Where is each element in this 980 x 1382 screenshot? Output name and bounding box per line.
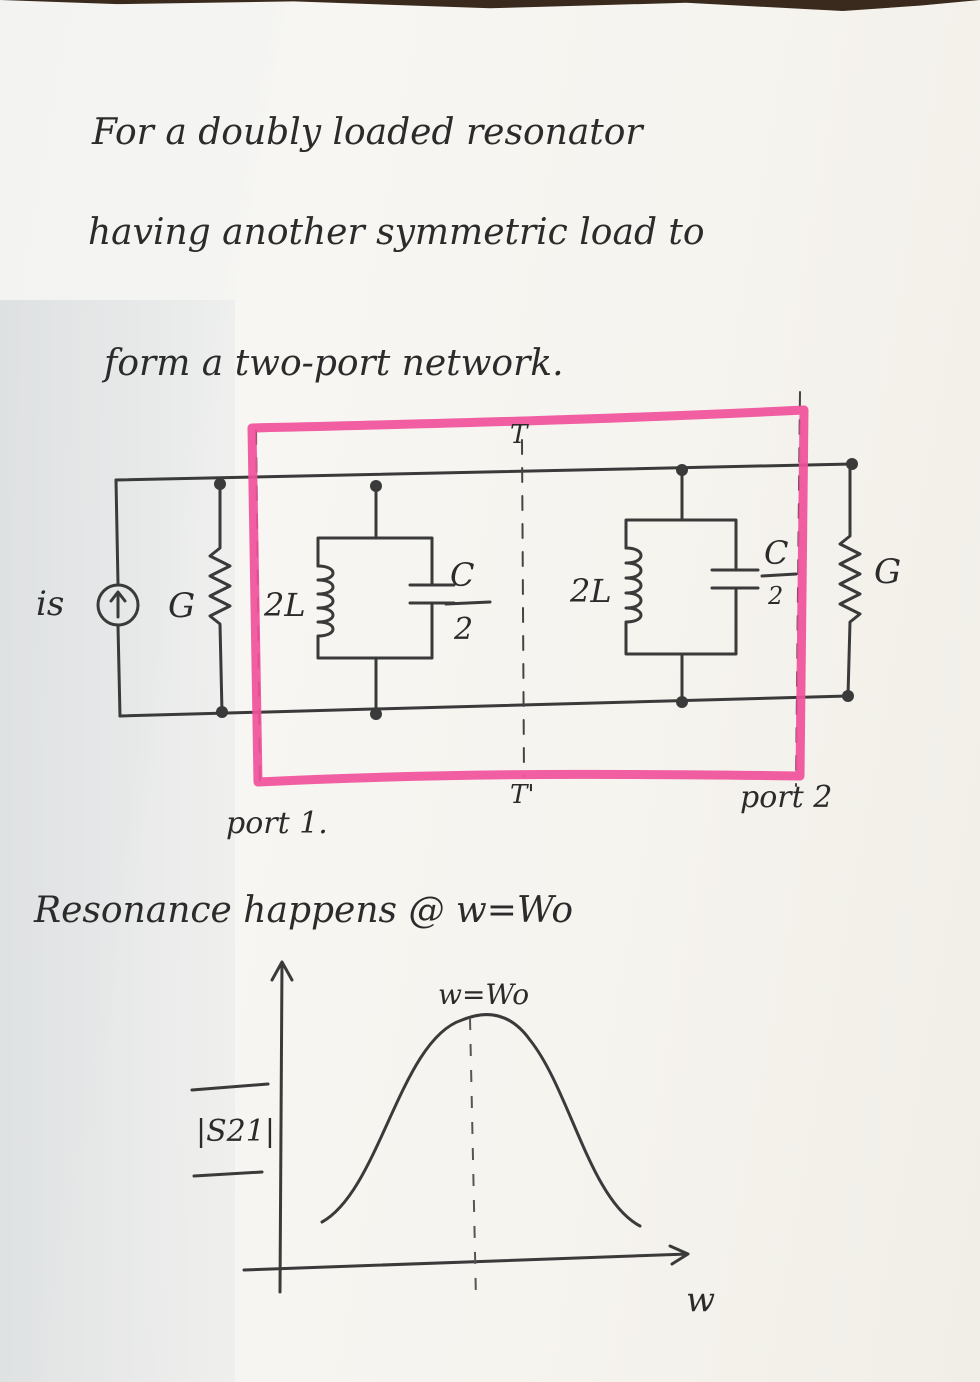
peak-dashed-line: [469, 1017, 477, 1301]
right-inductor: [624, 546, 643, 626]
right-capacitor-denominator: 2: [768, 582, 784, 610]
intro-line-3: form a two-port network.: [104, 343, 564, 384]
left-conductance-resistor: [208, 482, 232, 714]
junction-dots: [214, 458, 858, 720]
peak-label: w=Wo: [438, 978, 530, 1011]
s21-response-curve: [320, 1013, 642, 1228]
symmetry-bottom-label: T': [510, 780, 535, 810]
source-arrow-icon: [109, 590, 127, 619]
intro-line-1: For a doubly loaded resonator: [92, 112, 643, 153]
right-load-label: G: [874, 552, 902, 592]
left-load-label: G: [168, 586, 196, 626]
resonance-statement: Resonance happens @ w=Wo: [34, 890, 574, 931]
left-inductor: [316, 564, 335, 642]
right-cap-fraction-bar: [760, 572, 798, 578]
bottom-rail: [118, 694, 850, 718]
port1-label: port 1.: [226, 806, 328, 841]
right-capacitor: [710, 568, 760, 590]
x-axis-label: w: [686, 1280, 716, 1320]
right-tank-wire: [624, 468, 738, 704]
symmetry-line: [521, 439, 525, 777]
right-capacitor-numerator: C: [764, 534, 789, 572]
left-capacitor: [408, 583, 456, 605]
left-inductor-label: 2L: [264, 586, 306, 624]
right-inductor-label: 2L: [570, 572, 612, 610]
y-axis-label: |S21|: [196, 1114, 275, 1149]
y-label-overbar: [190, 1082, 270, 1092]
left-tank-wire: [316, 484, 434, 716]
source-wire: [114, 478, 122, 718]
source-label: is: [36, 584, 65, 624]
graph-x-axis: [242, 1244, 690, 1272]
graph-y-axis: [270, 960, 294, 1294]
left-capacitor-numerator: C: [450, 556, 475, 594]
current-source: [96, 583, 140, 627]
y-label-underbar: [192, 1170, 264, 1178]
port2-label: port 2: [740, 780, 833, 815]
left-capacitor-denominator: 2: [454, 612, 474, 647]
left-cap-fraction-bar: [444, 600, 492, 606]
intro-line-2: having another symmetric load to: [88, 212, 705, 253]
two-port-box: [247, 405, 809, 787]
right-conductance-resistor: [838, 464, 862, 698]
top-rail: [114, 462, 854, 482]
symmetry-top-label: T: [510, 420, 528, 450]
